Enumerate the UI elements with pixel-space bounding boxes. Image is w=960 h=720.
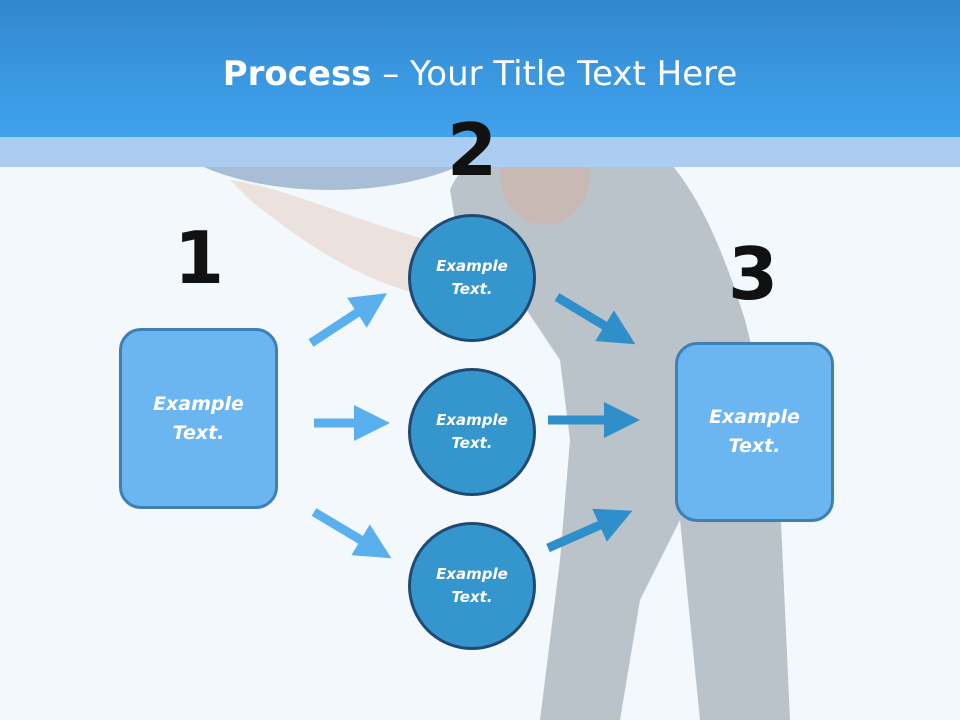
- circle-top-label: Example Text.: [436, 257, 508, 298]
- circle-middle-label: Example Text.: [436, 411, 508, 452]
- left-box-label: Example Text.: [153, 392, 244, 444]
- circle-bottom-label: Example Text.: [436, 565, 508, 606]
- title-bold: Process: [222, 54, 372, 94]
- right-process-box[interactable]: Example Text.: [675, 342, 834, 522]
- arrow-circle-bottom-to-right: [546, 508, 633, 553]
- arrow-circle-top-to-right: [554, 293, 636, 345]
- step-number-1: 1: [173, 216, 225, 300]
- title-bar-band: [0, 137, 960, 167]
- circle-top[interactable]: Example Text.: [408, 214, 536, 342]
- arrow-left-to-circle-top: [308, 293, 388, 347]
- step-number-2: 2: [446, 108, 498, 192]
- left-process-box[interactable]: Example Text.: [119, 328, 278, 509]
- arrow-left-to-circle-bottom: [311, 508, 392, 559]
- title-rest: – Your Title Text Here: [371, 54, 738, 94]
- slide-title: Process – Your Title Text Here: [0, 52, 960, 96]
- circle-middle[interactable]: Example Text.: [408, 368, 536, 496]
- circle-bottom[interactable]: Example Text.: [408, 522, 536, 650]
- right-box-label: Example Text.: [709, 406, 800, 457]
- step-number-3: 3: [727, 232, 779, 316]
- title-bar: [0, 0, 960, 137]
